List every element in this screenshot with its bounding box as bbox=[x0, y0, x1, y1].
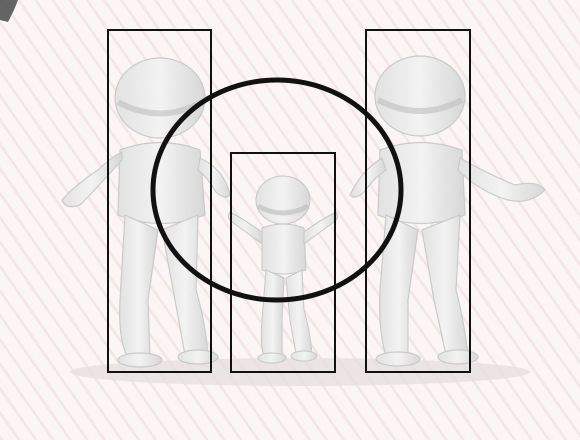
sketch-canvas bbox=[0, 0, 580, 440]
